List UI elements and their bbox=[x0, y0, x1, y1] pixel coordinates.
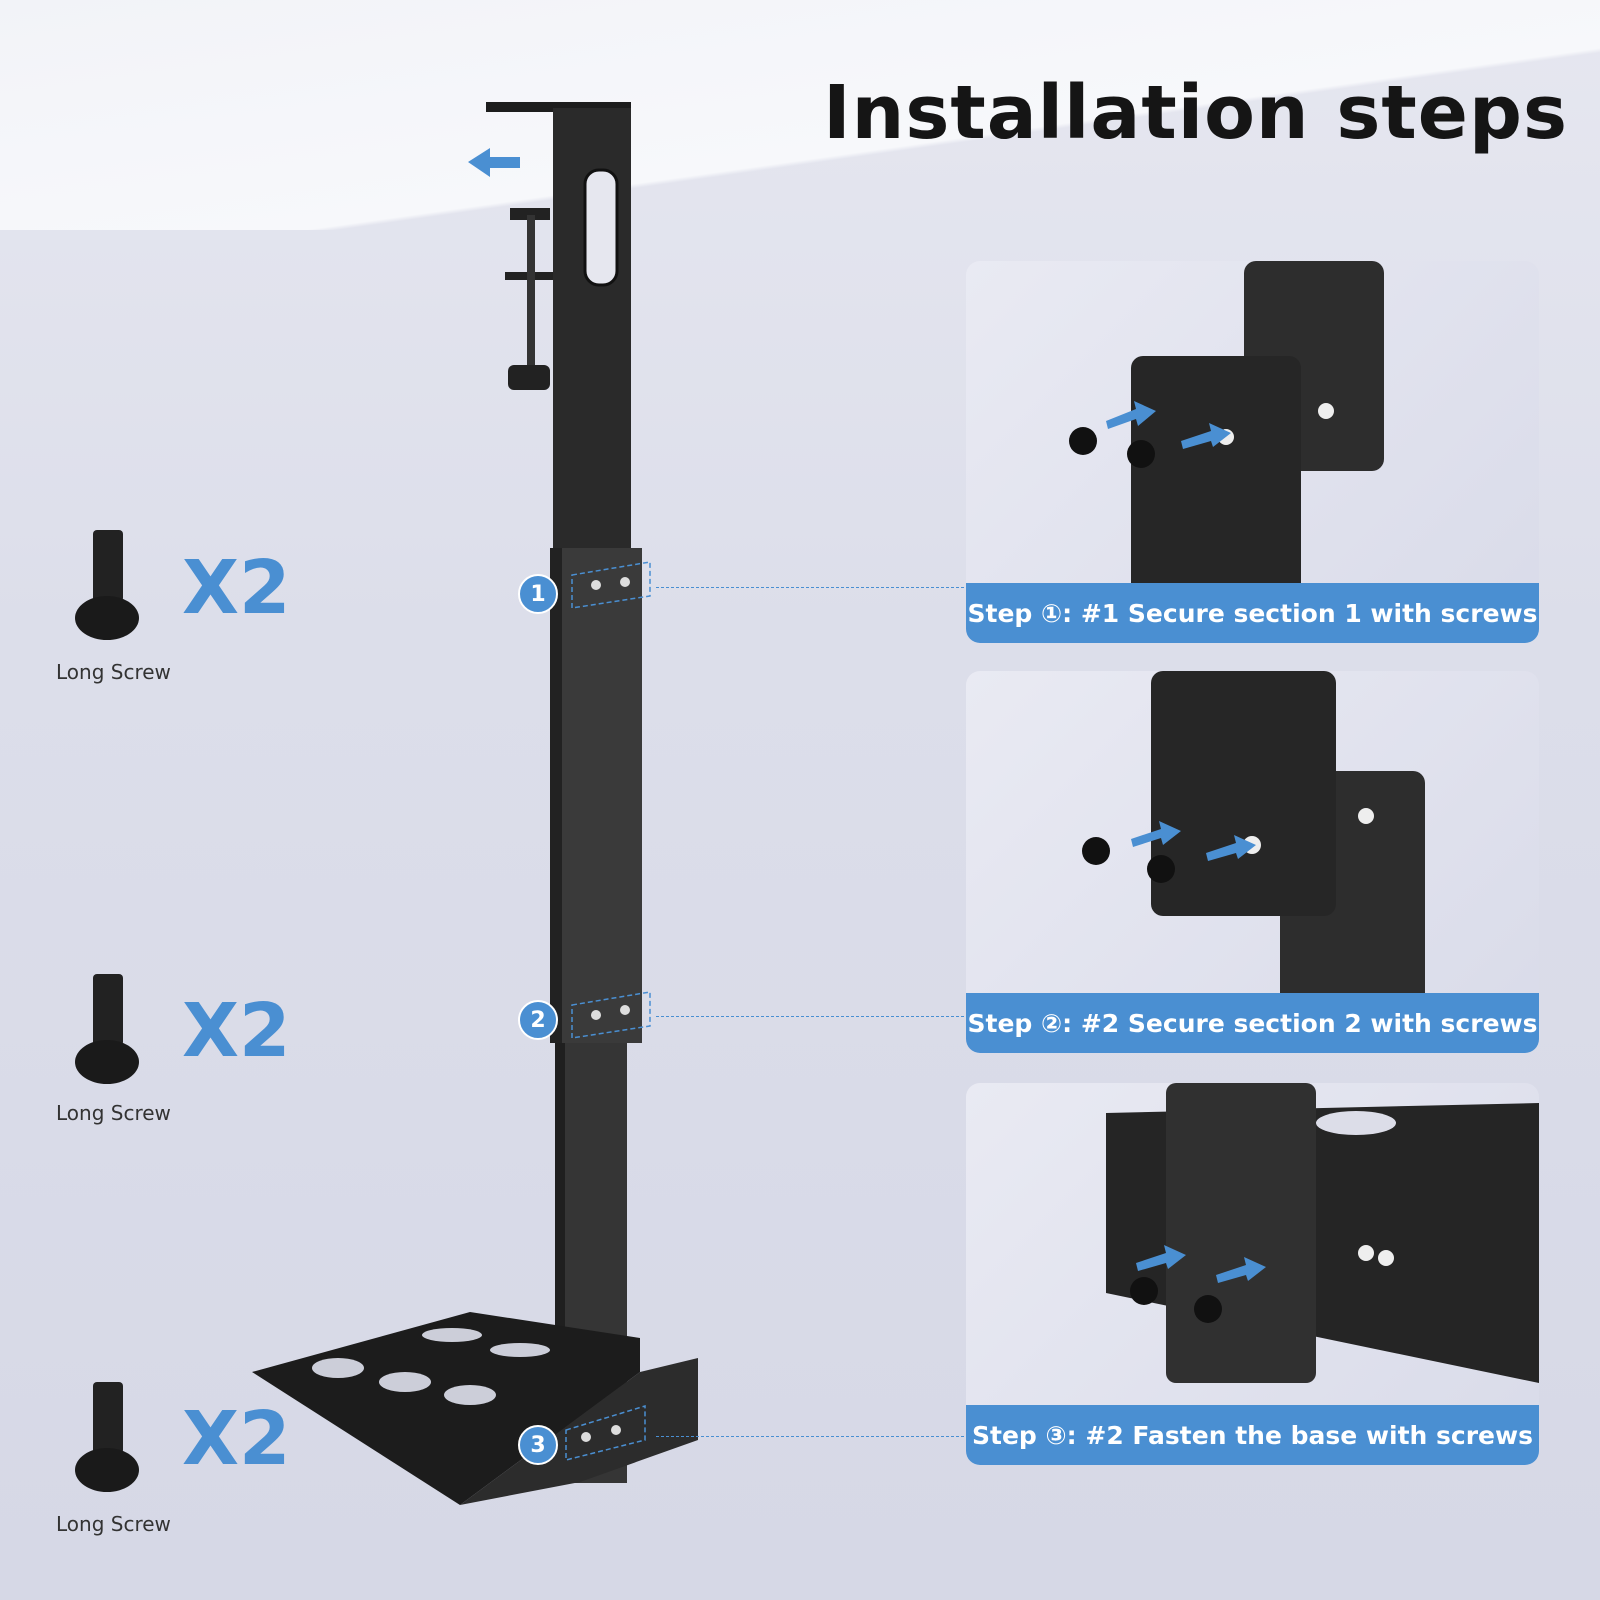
step-1-label: Step ①: #1 Secure section 1 with screws bbox=[966, 583, 1539, 643]
highlight-boxes bbox=[565, 561, 651, 1461]
step-3-detail-image bbox=[1106, 1083, 1539, 1383]
step-panel-3: Step ③: #2 Fasten the base with screws bbox=[966, 1083, 1539, 1465]
marker-1: 1 bbox=[518, 574, 558, 614]
step-2-detail-image bbox=[1082, 671, 1425, 1011]
arrow-icon bbox=[468, 148, 520, 177]
leader-line-3 bbox=[656, 1436, 964, 1437]
top-clamp bbox=[486, 102, 631, 548]
screw-label: Long Screw bbox=[56, 660, 171, 684]
screw-quantity: X2 bbox=[182, 1396, 291, 1482]
light-band bbox=[0, 0, 1600, 230]
step-2-label: Step ②: #2 Secure section 2 with screws bbox=[966, 993, 1539, 1053]
marker-2: 2 bbox=[518, 1000, 558, 1040]
screw-holes bbox=[581, 577, 630, 1442]
marker-3: 3 bbox=[518, 1425, 558, 1465]
step-3-label: Step ③: #2 Fasten the base with screws bbox=[966, 1405, 1539, 1465]
screw-quantity: X2 bbox=[182, 545, 291, 631]
leader-line-2 bbox=[656, 1016, 964, 1017]
long-screw-icons bbox=[75, 530, 139, 1492]
step-panel-2: Step ②: #2 Secure section 2 with screws bbox=[966, 671, 1539, 1053]
step-panel-1: Step ①: #1 Secure section 1 with screws bbox=[966, 261, 1539, 643]
screw-label: Long Screw bbox=[56, 1101, 171, 1125]
page-title: Installation steps bbox=[823, 70, 1568, 156]
screw-quantity: X2 bbox=[182, 988, 291, 1074]
base bbox=[252, 1312, 698, 1505]
screw-label: Long Screw bbox=[56, 1512, 171, 1536]
leader-line-1 bbox=[656, 587, 964, 588]
step-1-detail-image bbox=[1069, 261, 1384, 596]
